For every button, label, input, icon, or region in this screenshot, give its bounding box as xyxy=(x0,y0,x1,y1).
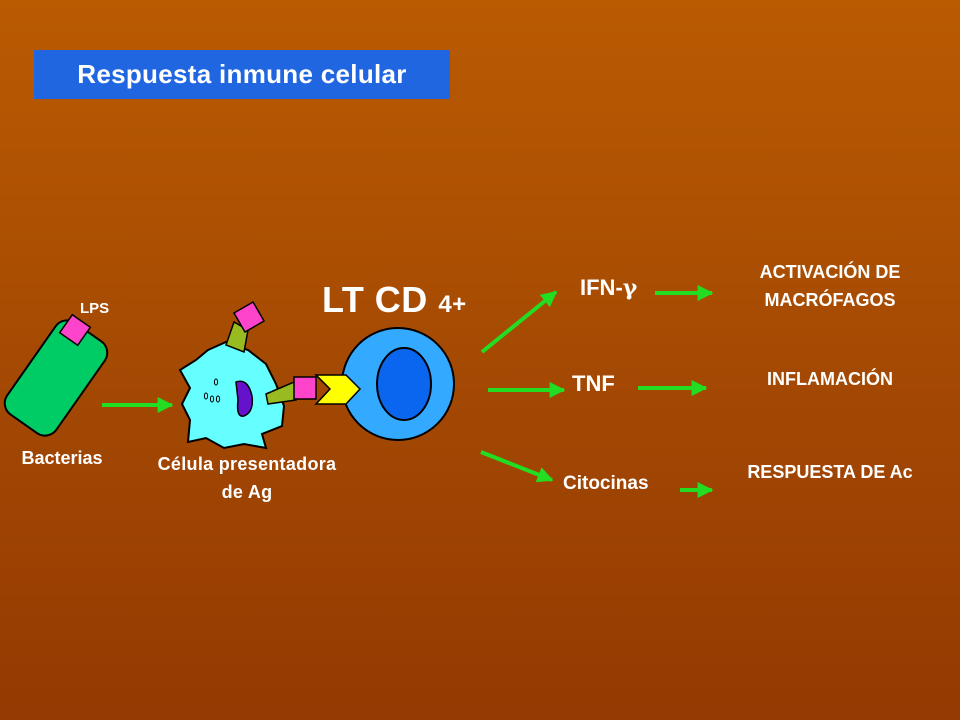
antigen-right xyxy=(293,376,317,400)
mhc-right xyxy=(265,376,317,405)
tnf-label: TNF xyxy=(572,371,615,396)
apc-nucleus xyxy=(235,380,254,417)
antigen-presenting-cell xyxy=(178,340,286,450)
gamma-symbol: γ xyxy=(622,275,638,301)
bacterias-label: Bacterias xyxy=(21,448,103,468)
t-cell-nucleus xyxy=(376,347,432,421)
outcome-activacion-macrofagos: ACTIVACIÓN DE MACRÓFAGOS xyxy=(759,262,901,310)
tcr-receptor xyxy=(314,374,362,405)
antigen-top xyxy=(232,300,266,334)
outcome-inflamacion: INFLAMACIÓN xyxy=(767,369,893,389)
arrow-to-ifn xyxy=(480,290,558,354)
lt-cd-text: LT CD xyxy=(322,279,428,320)
apc-label: Célula presentadora de Ag xyxy=(157,454,337,502)
apc-granules xyxy=(203,378,221,403)
arrow-to-citocinas xyxy=(480,450,554,483)
lt-cd-subscript: 4+ xyxy=(438,291,467,318)
lps-label: LPS xyxy=(80,300,110,317)
outcome-respuesta-ac: RESPUESTA DE Ac xyxy=(747,462,913,482)
ifn-gamma-label: IFN-γ xyxy=(580,275,637,301)
bacteria xyxy=(3,313,109,437)
lt-cd4-label: LT CD 4+ xyxy=(322,279,467,321)
ifn-prefix: IFN- xyxy=(580,275,623,300)
lps-marker xyxy=(58,313,92,347)
mhc-top xyxy=(225,300,266,354)
citocinas-label: Citocinas xyxy=(563,473,649,494)
t-cell xyxy=(314,327,455,441)
slide-title: Respuesta inmune celular xyxy=(34,50,450,99)
